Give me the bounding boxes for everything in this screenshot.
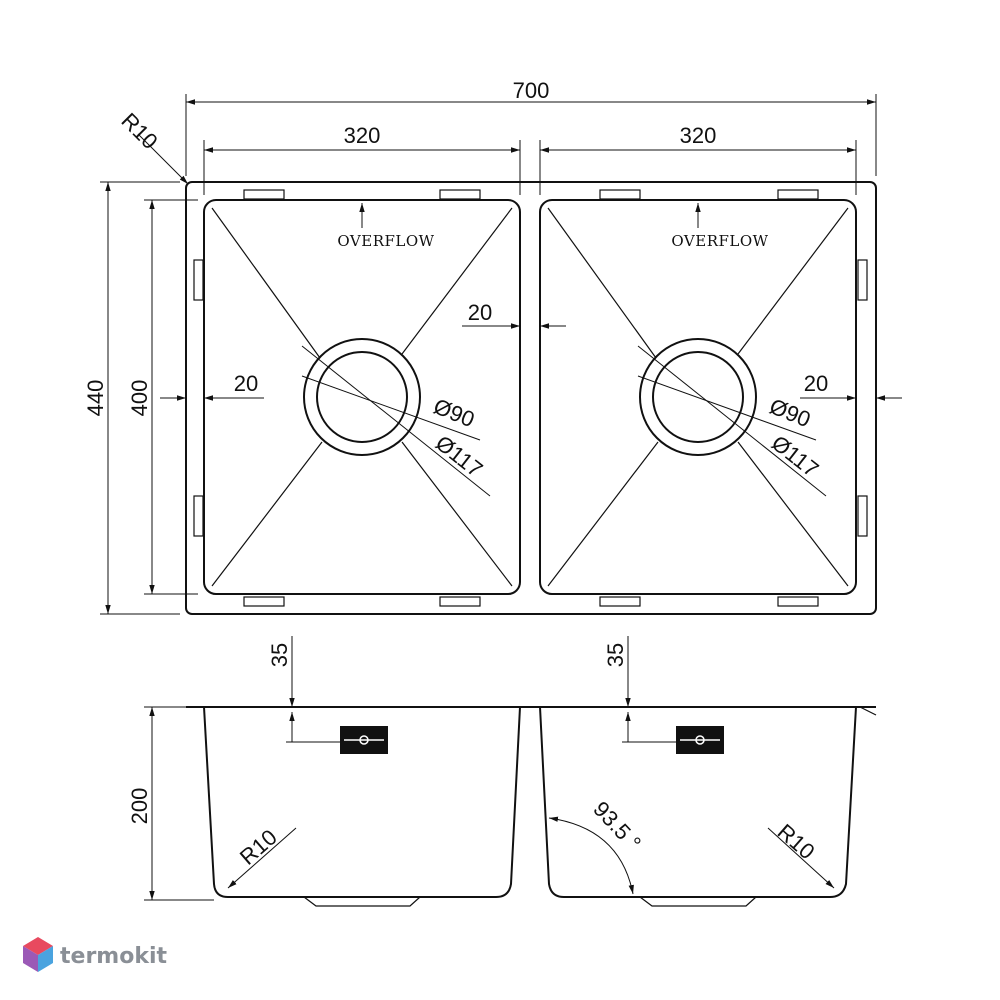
dim-overflow-height-right: 35 (603, 643, 628, 667)
dim-wall-angle: 93.5 ° (588, 796, 646, 855)
dim-bowl-height: 200 (127, 788, 152, 825)
dim-bottom-radius-right: R10 (773, 819, 820, 864)
dim-overall-width: 700 (513, 78, 550, 103)
side-left-drain (303, 896, 421, 907)
dim-bowl-depth: 400 (127, 380, 152, 417)
left-bowl (193, 189, 521, 607)
right-bowl-outline (539, 199, 857, 595)
side-right-drain (639, 896, 757, 907)
dim-overall-depth: 440 (83, 380, 108, 417)
dim-divider-width: 20 (468, 300, 492, 325)
right-drain-outer (639, 338, 757, 456)
top-view: OVERFLOW OVERFLOW 700 320 320 R10 440 40… (83, 78, 902, 615)
dim-drain-inner-left: Ø90 (430, 393, 478, 432)
side-left-bowl (203, 706, 521, 898)
dim-drain-outer-left: Ø117 (431, 430, 488, 482)
dim-drain-inner-right: Ø90 (766, 393, 814, 432)
dim-left-margin: 20 (234, 371, 258, 396)
dim-corner-radius: R10 (116, 108, 162, 154)
left-drain-outer (303, 338, 421, 456)
overflow-label-left: OVERFLOW (337, 232, 434, 250)
sink-outer-rim (185, 181, 877, 615)
dim-overflow-height-left: 35 (267, 643, 292, 667)
brand-name: termokit (60, 944, 167, 969)
dim-bowl-width-right: 320 (680, 123, 717, 148)
dim-right-margin: 20 (804, 371, 828, 396)
side-view: 35 35 200 R10 R10 93.5 ° (127, 636, 877, 907)
right-bowl (539, 189, 868, 607)
overflow-label-right: OVERFLOW (671, 232, 768, 250)
cube-icon (23, 937, 53, 972)
right-drain-inner (652, 351, 744, 443)
overflow-fitting-right (676, 726, 724, 754)
dim-bottom-radius-left: R10 (235, 824, 282, 869)
termokit-logo: termokit (23, 937, 167, 972)
left-drain-inner (316, 351, 408, 443)
dim-bowl-width-left: 320 (344, 123, 381, 148)
dim-drain-outer-right: Ø117 (767, 430, 824, 482)
overflow-fitting-left (340, 726, 388, 754)
